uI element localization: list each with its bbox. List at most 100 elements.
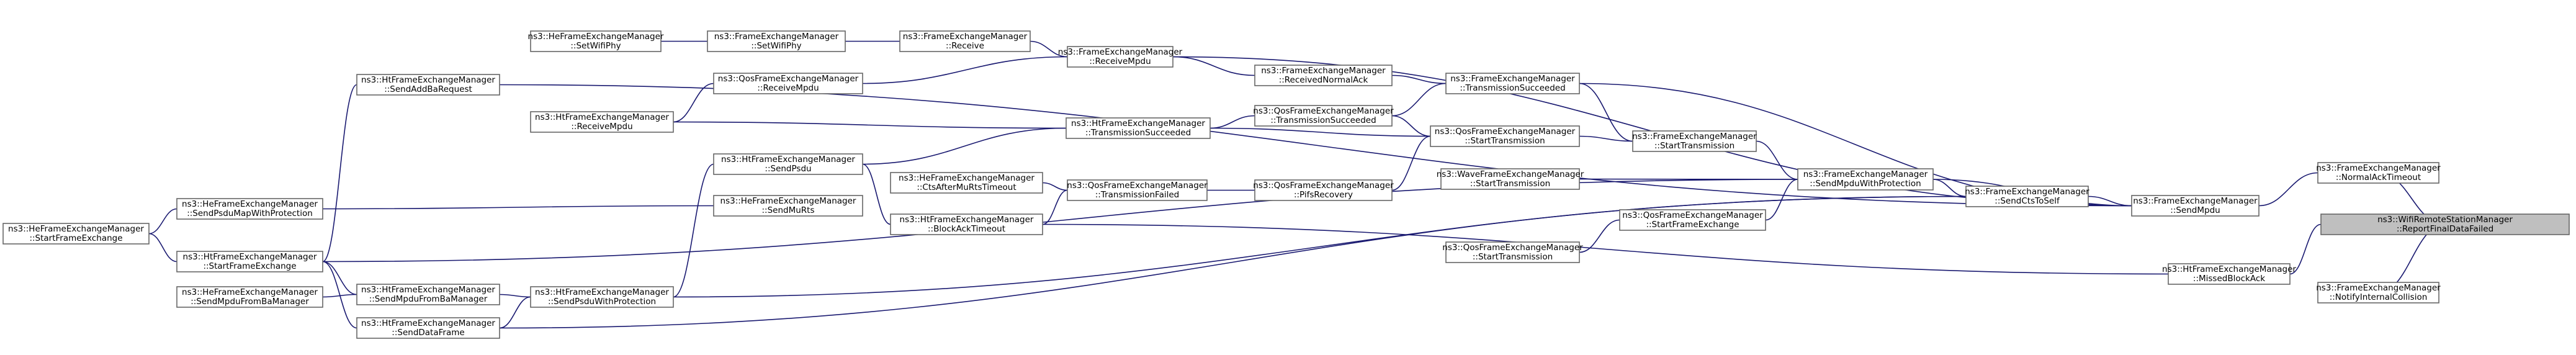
node-fem_startTransmission[interactable]: ns3::FrameExchangeManager::StartTransmis… — [1632, 130, 1757, 152]
node-he_setWifiPhy[interactable]: ns3::HeFrameExchangeManager::SetWifiPhy — [528, 30, 664, 52]
node-box — [1254, 65, 1393, 86]
node-label: ns3::FrameExchangeManager — [1450, 74, 1575, 84]
node-box — [713, 153, 863, 175]
node-box — [2, 223, 150, 245]
node-he_startFrameExchange[interactable]: ns3::HeFrameExchangeManager::StartFrameE… — [2, 223, 150, 245]
node-label: ::StartFrameExchange — [203, 261, 296, 271]
node-sendMpduWithProtection[interactable]: ns3::FrameExchangeManager::SendMpduWithP… — [1797, 168, 1934, 191]
node-label: ::Receive — [946, 41, 984, 51]
node-box — [356, 317, 500, 339]
node-he_sendPsduMapWithProtection[interactable]: ns3::HeFrameExchangeManager::SendPsduMap… — [176, 198, 323, 220]
node-normalAckTimeout[interactable]: ns3::FrameExchangeManager::NormalAckTime… — [2316, 162, 2441, 184]
node-fem_receive[interactable]: ns3::FrameExchangeManager::Receive — [899, 30, 1031, 52]
node-label: ::TransmissionSucceeded — [1270, 115, 1376, 125]
node-box — [530, 286, 674, 308]
edge-fem_transmissionSucceeded-to-fem_startTransmission — [1579, 83, 1633, 142]
node-label: ::SendPsdu — [765, 164, 811, 174]
edge-he_sendMpduFromBaManager-to-ht_sendMpduFromBaManager — [322, 294, 357, 298]
edge-fem_startTransmission-to-sendMpduWithProtection — [1756, 140, 1798, 180]
node-fem_transmissionSucceeded[interactable]: ns3::FrameExchangeManager::TransmissionS… — [1445, 73, 1580, 94]
edge-ht_sendPsdu-to-ht_blockAckTimeout — [862, 163, 891, 225]
node-label: ::TransmissionFailed — [1095, 190, 1179, 200]
node-he_sendMpduFromBaManager[interactable]: ns3::HeFrameExchangeManager::SendMpduFro… — [176, 286, 323, 308]
node-label: ::PifsRecovery — [1294, 190, 1353, 200]
node-ht_sendAddBaRequest[interactable]: ns3::HtFrameExchangeManager::SendAddBaRe… — [356, 74, 500, 96]
edge-missedBlockAck-to-ht_blockAckTimeout — [1042, 223, 2169, 275]
node-box — [1067, 46, 1174, 68]
edge-receiveMpdu-to-receivedNormalAck — [1172, 56, 1255, 76]
edge-he_startFrameExchange-to-ht_startFrameExchange — [148, 233, 177, 263]
node-label: ::SendMpduFromBaManager — [191, 297, 309, 307]
node-root[interactable]: ns3::WifiRemoteStationManager::ReportFin… — [2320, 213, 2570, 235]
node-label: ::NotifyInternalCollision — [2330, 292, 2428, 302]
node-box — [2131, 195, 2260, 217]
node-ht_receiveMpdu[interactable]: ns3::HtFrameExchangeManager::ReceiveMpdu — [530, 111, 674, 133]
node-box — [1066, 117, 1211, 139]
node-receiveMpdu[interactable]: ns3::FrameExchangeManager::ReceiveMpdu — [1058, 46, 1183, 68]
node-box — [1445, 241, 1580, 263]
edge-ht_blockAckTimeout-to-qos_transmissionFailed — [1042, 189, 1068, 225]
node-box — [1254, 105, 1393, 127]
node-notifyInternalCollision[interactable]: ns3::FrameExchangeManager::NotifyInterna… — [2316, 282, 2441, 303]
edge-receivedNormalAck-to-fem_transmissionSucceeded — [1391, 74, 1447, 84]
node-label: ::StartTransmission — [1470, 179, 1550, 189]
node-qos_startTransmission_b[interactable]: ns3::QosFrameExchangeManager::StartTrans… — [1442, 241, 1583, 263]
node-box — [356, 74, 500, 96]
edge-ht_sendDataFrame-to-ht_startFrameExchange — [322, 261, 357, 329]
node-label: ::SendPsduMapWithProtection — [187, 209, 313, 218]
edge-pifsRecovery-to-qos_startTransmission_a — [1391, 135, 1431, 191]
node-label: ::TransmissionSucceeded — [1085, 128, 1191, 138]
node-receivedNormalAck[interactable]: ns3::FrameExchangeManager::ReceivedNorma… — [1254, 65, 1393, 86]
node-box — [707, 30, 846, 52]
node-box — [1965, 186, 2089, 207]
node-label: ::SendPsduWithProtection — [548, 297, 656, 307]
edge-qos_startFrameExchange-to-sendMpduWithProtection — [1765, 179, 1798, 221]
edge-he_startFrameExchange-to-he_sendPsduMapWithProtection — [148, 208, 177, 235]
node-label: ns3::HtFrameExchangeManager — [183, 252, 317, 262]
node-ht_blockAckTimeout[interactable]: ns3::HtFrameExchangeManager::BlockAckTim… — [890, 213, 1043, 235]
node-qos_receiveMpdu[interactable]: ns3::QosFrameExchangeManager::ReceiveMpd… — [713, 73, 863, 94]
node-ht_startFrameExchange[interactable]: ns3::HtFrameExchangeManager::StartFrameE… — [176, 251, 323, 272]
node-ht_sendDataFrame[interactable]: ns3::HtFrameExchangeManager::SendDataFra… — [356, 317, 500, 339]
node-qos_transmissionFailed[interactable]: ns3::QosFrameExchangeManager::Transmissi… — [1067, 179, 1208, 201]
node-label: ns3::HeFrameExchangeManager — [182, 287, 318, 297]
node-pifsRecovery[interactable]: ns3::QosFrameExchangeManager::PifsRecove… — [1253, 179, 1394, 201]
node-label: ::SendMpduWithProtection — [1810, 179, 1921, 189]
node-missedBlockAck[interactable]: ns3::HtFrameExchangeManager::MissedBlock… — [2162, 263, 2296, 285]
node-label: ns3::FrameExchangeManager — [1803, 169, 1928, 179]
node-label: ::SendMuRts — [761, 205, 814, 215]
node-box — [1254, 179, 1393, 201]
node-he_ctsAfterMuRtsTimeout[interactable]: ns3::HeFrameExchangeManager::CtsAfterMuR… — [890, 172, 1043, 194]
edge-ht_sendPsduWithProtection-to-ht_sendDataFrame — [499, 296, 531, 329]
node-box — [890, 172, 1043, 194]
node-wave_startTransmission[interactable]: ns3::WaveFrameExchangeManager::StartTran… — [1437, 168, 1584, 190]
node-label: ::SendMpduFromBaManager — [369, 294, 488, 304]
node-qos_startTransmission_a[interactable]: ns3::QosFrameExchangeManager::StartTrans… — [1430, 125, 1580, 147]
node-label: ns3::FrameExchangeManager — [2316, 163, 2441, 173]
node-box — [890, 213, 1043, 235]
node-label: ns3::HtFrameExchangeManager — [1071, 119, 1205, 128]
node-label: ns3::HtFrameExchangeManager — [535, 112, 669, 122]
node-box — [530, 30, 662, 52]
node-ht_transmissionSucceeded[interactable]: ns3::HtFrameExchangeManager::Transmissio… — [1066, 117, 1211, 139]
node-label: ns3::FrameExchangeManager — [2316, 283, 2441, 293]
node-label: ::ReceiveMpdu — [571, 122, 632, 132]
node-box — [1430, 125, 1580, 147]
node-label: ::ReceiveMpdu — [1089, 56, 1151, 66]
node-box — [2317, 282, 2439, 303]
edge-sendMpdu-to-normalAckTimeout — [2258, 172, 2318, 207]
node-sendMpdu[interactable]: ns3::FrameExchangeManager::SendMpdu — [2131, 195, 2260, 217]
edge-ht_receiveMpdu-to-ht_transmissionSucceeded — [673, 121, 1067, 129]
node-label: ns3::HtFrameExchangeManager — [900, 215, 1034, 225]
node-label: ns3::QosFrameExchangeManager — [1067, 181, 1208, 191]
node-qos_startFrameExchange[interactable]: ns3::QosFrameExchangeManager::StartFrame… — [1619, 209, 1766, 231]
node-box — [1067, 179, 1208, 201]
node-label: ::CtsAfterMuRtsTimeout — [917, 182, 1016, 192]
node-fem_setWifiPhy[interactable]: ns3::FrameExchangeManager::SetWifiPhy — [707, 30, 846, 52]
node-sendCtsToSelf[interactable]: ns3::FrameExchangeManager::SendCtsToSelf — [1965, 186, 2089, 207]
node-he_sendMuRts[interactable]: ns3::HeFrameExchangeManager::SendMuRts — [713, 195, 863, 217]
node-ht_sendPsdu[interactable]: ns3::HtFrameExchangeManager::SendPsdu — [713, 153, 863, 175]
node-ht_sendMpduFromBaManager[interactable]: ns3::HtFrameExchangeManager::SendMpduFro… — [356, 284, 500, 305]
node-ht_sendPsduWithProtection[interactable]: ns3::HtFrameExchangeManager::SendPsduWit… — [530, 286, 674, 308]
node-qos_transmissionSucceeded[interactable]: ns3::QosFrameExchangeManager::Transmissi… — [1253, 105, 1394, 127]
